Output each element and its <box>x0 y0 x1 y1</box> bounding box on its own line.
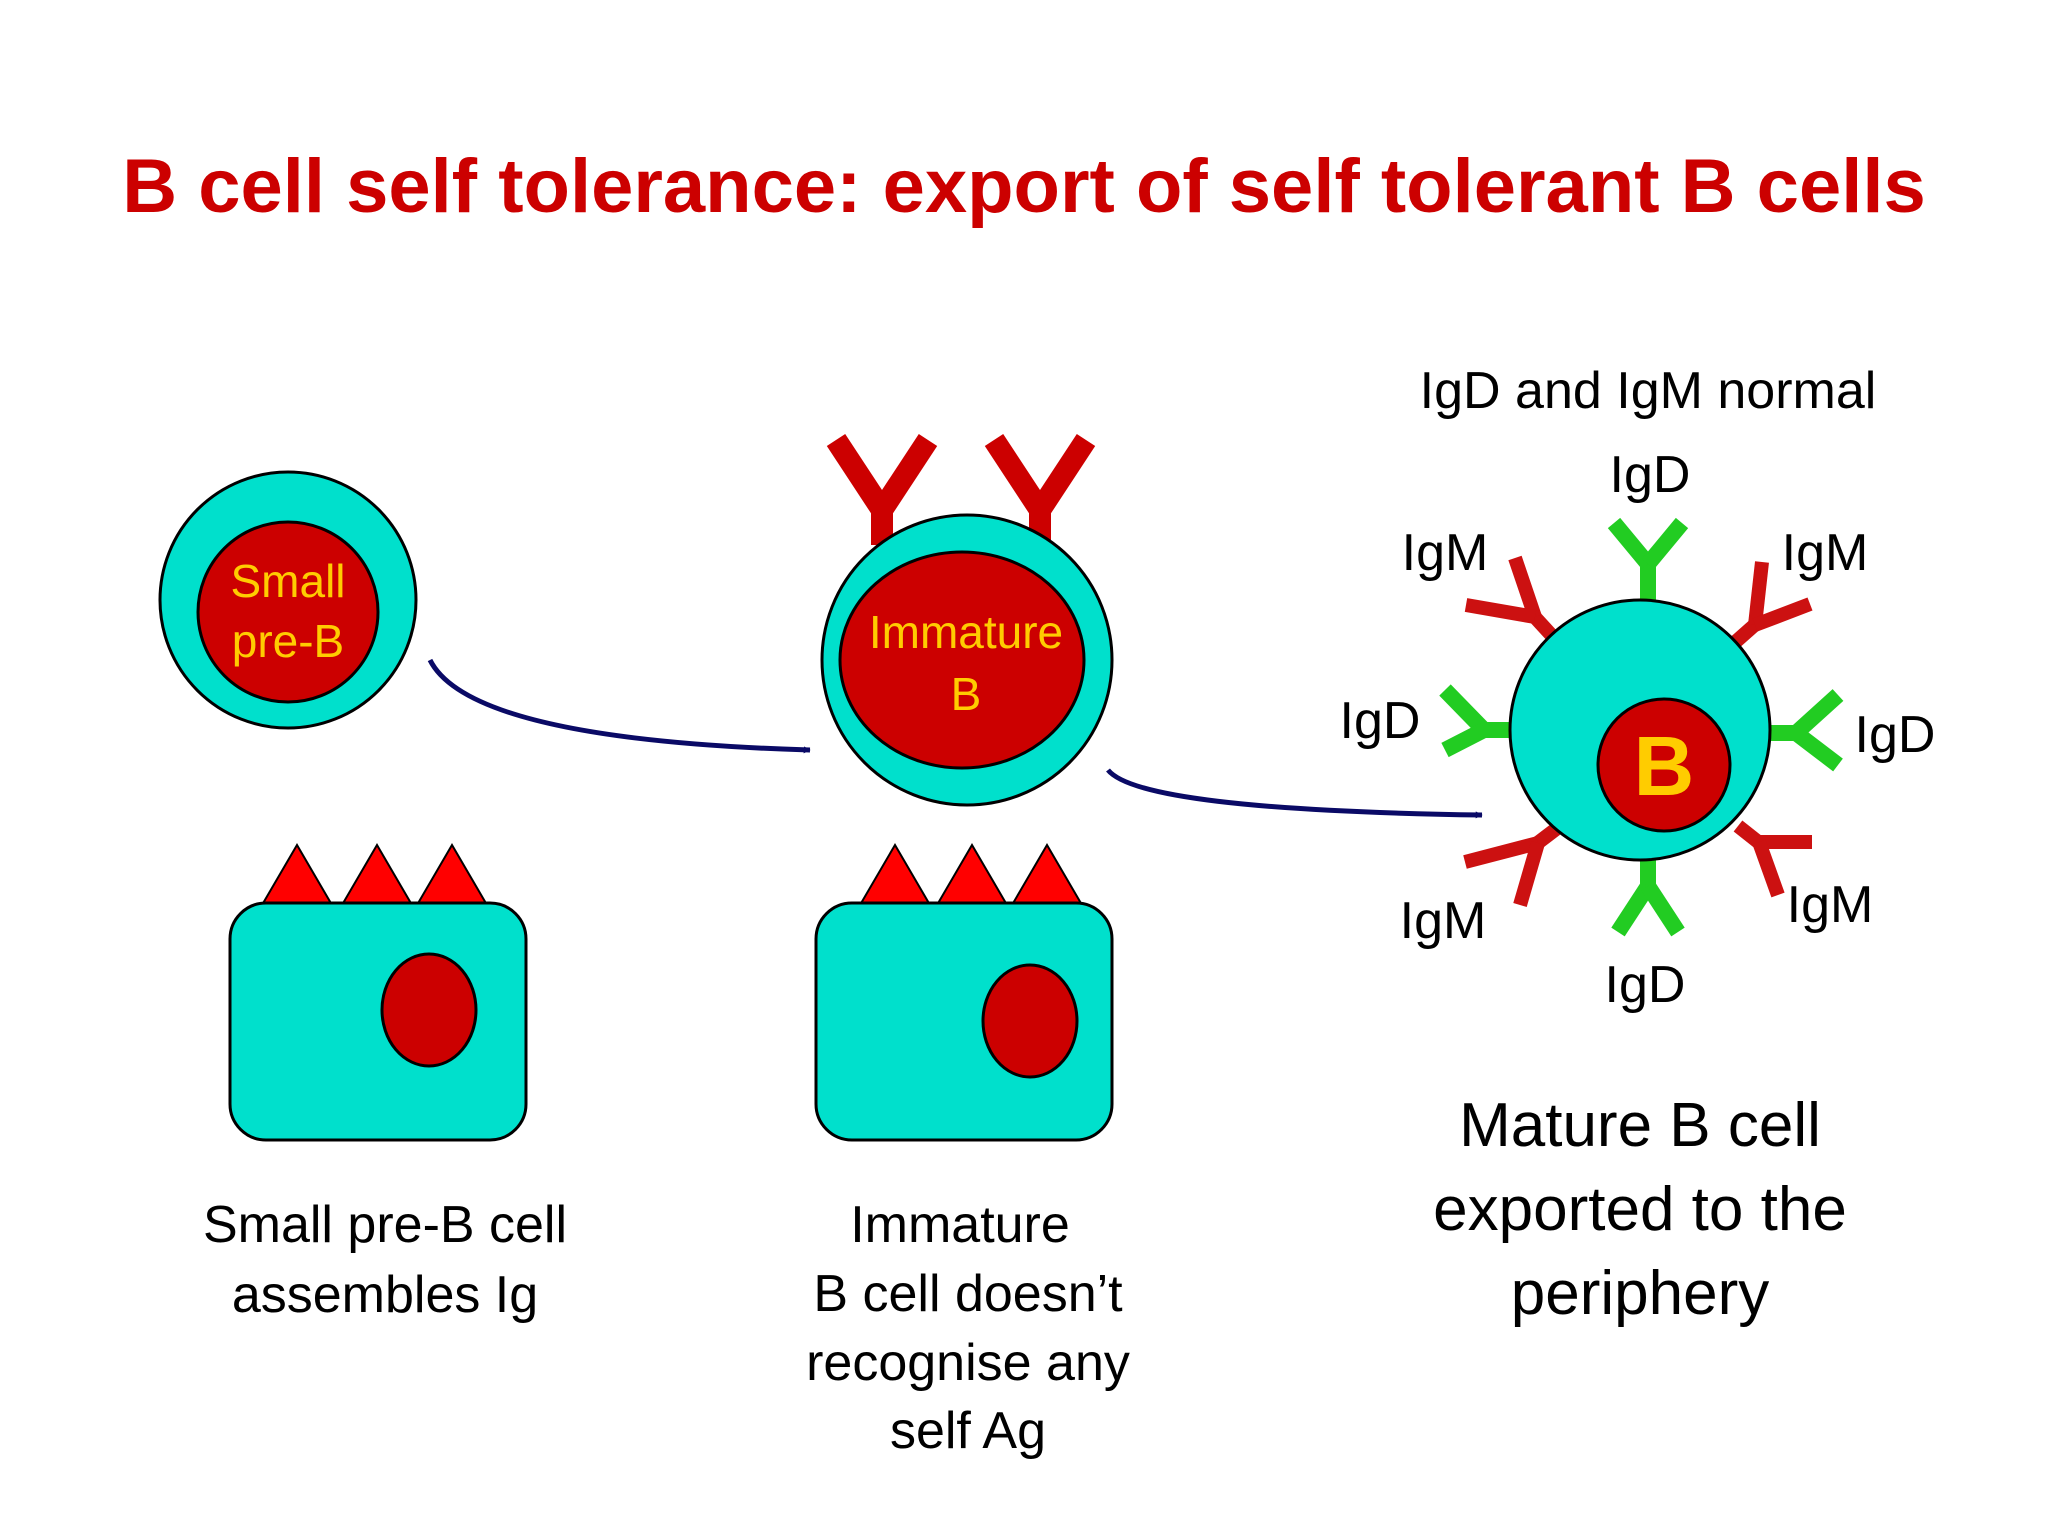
igd-receptor-right <box>1768 689 1844 772</box>
small-pre-b-label-line2: pre-B <box>232 615 344 667</box>
stage2-caption-line2: B cell doesn’t <box>813 1265 1123 1323</box>
immature-b-label-line1: Immature <box>869 606 1063 658</box>
stromal-cell-body <box>228 901 528 1142</box>
immature-b-cell: Immature B <box>820 433 1114 807</box>
self-antigen <box>1010 843 1084 906</box>
igd-receptor-left <box>1439 684 1512 758</box>
immature-b-label-line2: B <box>951 668 982 720</box>
stage2-caption-line4: self Ag <box>890 1402 1046 1460</box>
label-igm-bottom-left: IgM <box>1400 892 1487 950</box>
stage1-caption-line1: Small pre-B cell <box>203 1196 567 1254</box>
stromal-cell-nucleus <box>981 963 1079 1079</box>
stromal-cell-2 <box>814 843 1114 1142</box>
stromal-cell-body <box>814 901 1114 1142</box>
self-antigen <box>260 843 334 906</box>
stage2-caption-line1: Immature <box>850 1196 1070 1254</box>
igd-receptor-top <box>1607 517 1689 600</box>
self-antigen <box>935 843 1009 906</box>
label-igm-top-right: IgM <box>1782 524 1869 582</box>
label-igd-top: IgD <box>1610 446 1691 504</box>
self-antigen <box>415 843 489 906</box>
label-igd-bottom: IgD <box>1605 956 1686 1014</box>
igm-receptor-bottom-right <box>1733 820 1812 898</box>
small-pre-b-nucleus <box>196 520 380 704</box>
page-title: B cell self tolerance: export of self to… <box>122 144 1925 229</box>
mature-b-nucleus <box>1596 697 1732 833</box>
stage2-caption-line3: recognise any <box>806 1334 1130 1392</box>
self-antigen <box>858 843 932 906</box>
arrow-immature-to-mature <box>1106 768 1483 819</box>
label-igd-left: IgD <box>1340 692 1421 750</box>
arrow-pre-b-to-immature <box>427 658 811 754</box>
self-antigen <box>340 843 414 906</box>
stage3-caption-line1: Mature B cell <box>1459 1091 1821 1160</box>
stage1-caption-line2: assembles Ig <box>232 1266 538 1324</box>
igm-receptor <box>826 433 938 545</box>
immature-b-nucleus <box>838 550 1086 770</box>
small-pre-b-cell: Small pre-B <box>158 470 418 730</box>
stage3-caption-line2: exported to the <box>1433 1175 1847 1244</box>
mature-b-cell: B <box>1439 517 1844 937</box>
stromal-cell-nucleus <box>380 952 478 1068</box>
mature-b-nucleus-label: B <box>1634 719 1695 813</box>
stage3-header: IgD and IgM normal <box>1420 362 1877 420</box>
small-pre-b-label-line1: Small <box>230 555 345 607</box>
label-igm-bottom-right: IgM <box>1787 876 1874 934</box>
stromal-cell-1 <box>228 843 528 1142</box>
label-igd-right: IgD <box>1855 706 1936 764</box>
stage3-caption-line3: periphery <box>1511 1259 1769 1328</box>
label-igm-top-left: IgM <box>1402 524 1489 582</box>
igd-receptor-bottom <box>1611 860 1685 937</box>
